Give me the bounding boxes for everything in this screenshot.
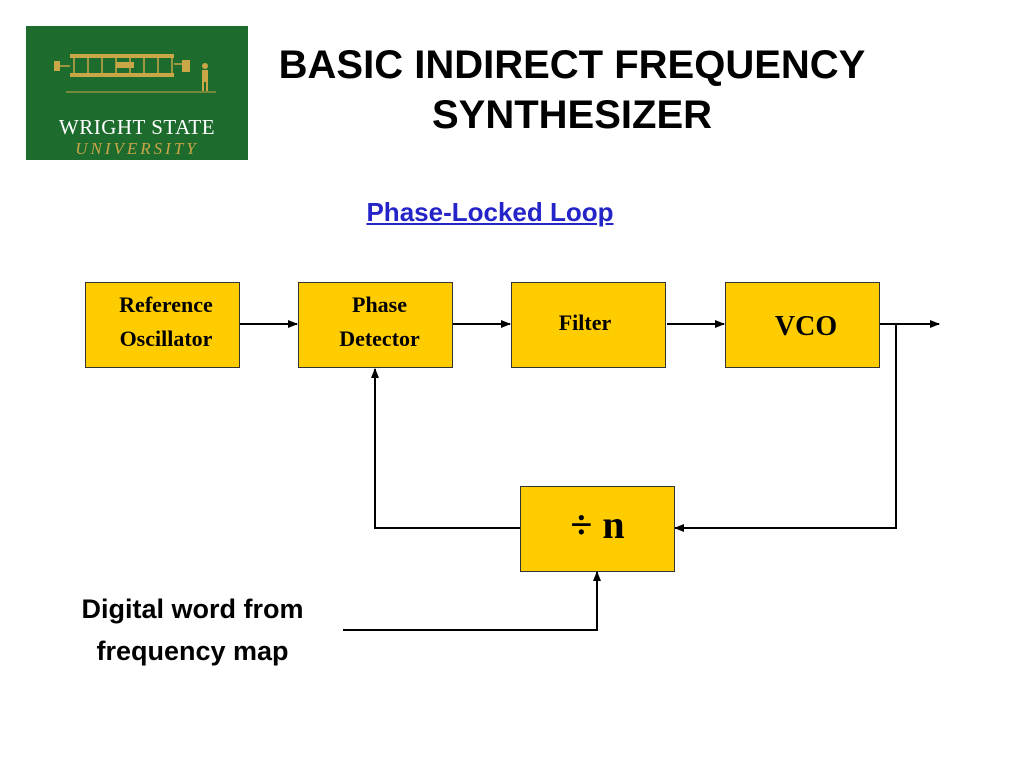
divider-line-1: ÷ n xyxy=(570,502,625,547)
wright-flyer-icon xyxy=(54,54,216,93)
vco-label: VCO xyxy=(725,310,887,344)
diagram-subtitle: Phase-Locked Loop xyxy=(366,197,614,227)
phase-detector-block xyxy=(298,282,453,368)
filter-label: Filter xyxy=(511,306,659,340)
feedback-vco-to-divider xyxy=(674,324,897,532)
logo-text-wright-state: WRIGHT STATE xyxy=(58,115,216,139)
reference-oscillator-label: Reference Oscillator xyxy=(85,288,247,356)
title-line-1: BASIC INDIRECT FREQUENCY xyxy=(278,43,866,87)
filter-line-1: Filter xyxy=(558,310,612,335)
page-title: BASIC INDIRECT FREQUENCY SYNTHESIZER xyxy=(262,40,882,140)
feedback-divider-to-detector xyxy=(371,368,520,529)
phase-detector-line-1: Phase xyxy=(352,292,407,317)
caption-line-1: Digital word from xyxy=(81,594,304,624)
digital-word-caption: Digital word from frequency map xyxy=(40,588,345,672)
reference-oscillator-block xyxy=(85,282,240,368)
reference-oscillator-line-1: Reference xyxy=(119,292,213,317)
filter-block xyxy=(511,282,666,368)
caption-line-2: frequency map xyxy=(96,636,289,666)
vco-line-1: VCO xyxy=(774,311,838,342)
divider-label: ÷ n xyxy=(520,502,675,547)
divider-block xyxy=(520,486,675,572)
reference-oscillator-line-2: Oscillator xyxy=(119,326,213,351)
phase-detector-line-2: Detector xyxy=(339,326,420,351)
wright-state-logo: WRIGHT STATE UNIVERSITY xyxy=(26,26,248,160)
digital-word-input-line xyxy=(343,571,601,631)
vco-block xyxy=(725,282,880,368)
logo-text-university: UNIVERSITY xyxy=(75,139,199,158)
phase-detector-label: Phase Detector xyxy=(298,288,461,356)
title-line-2: SYNTHESIZER xyxy=(431,93,713,137)
